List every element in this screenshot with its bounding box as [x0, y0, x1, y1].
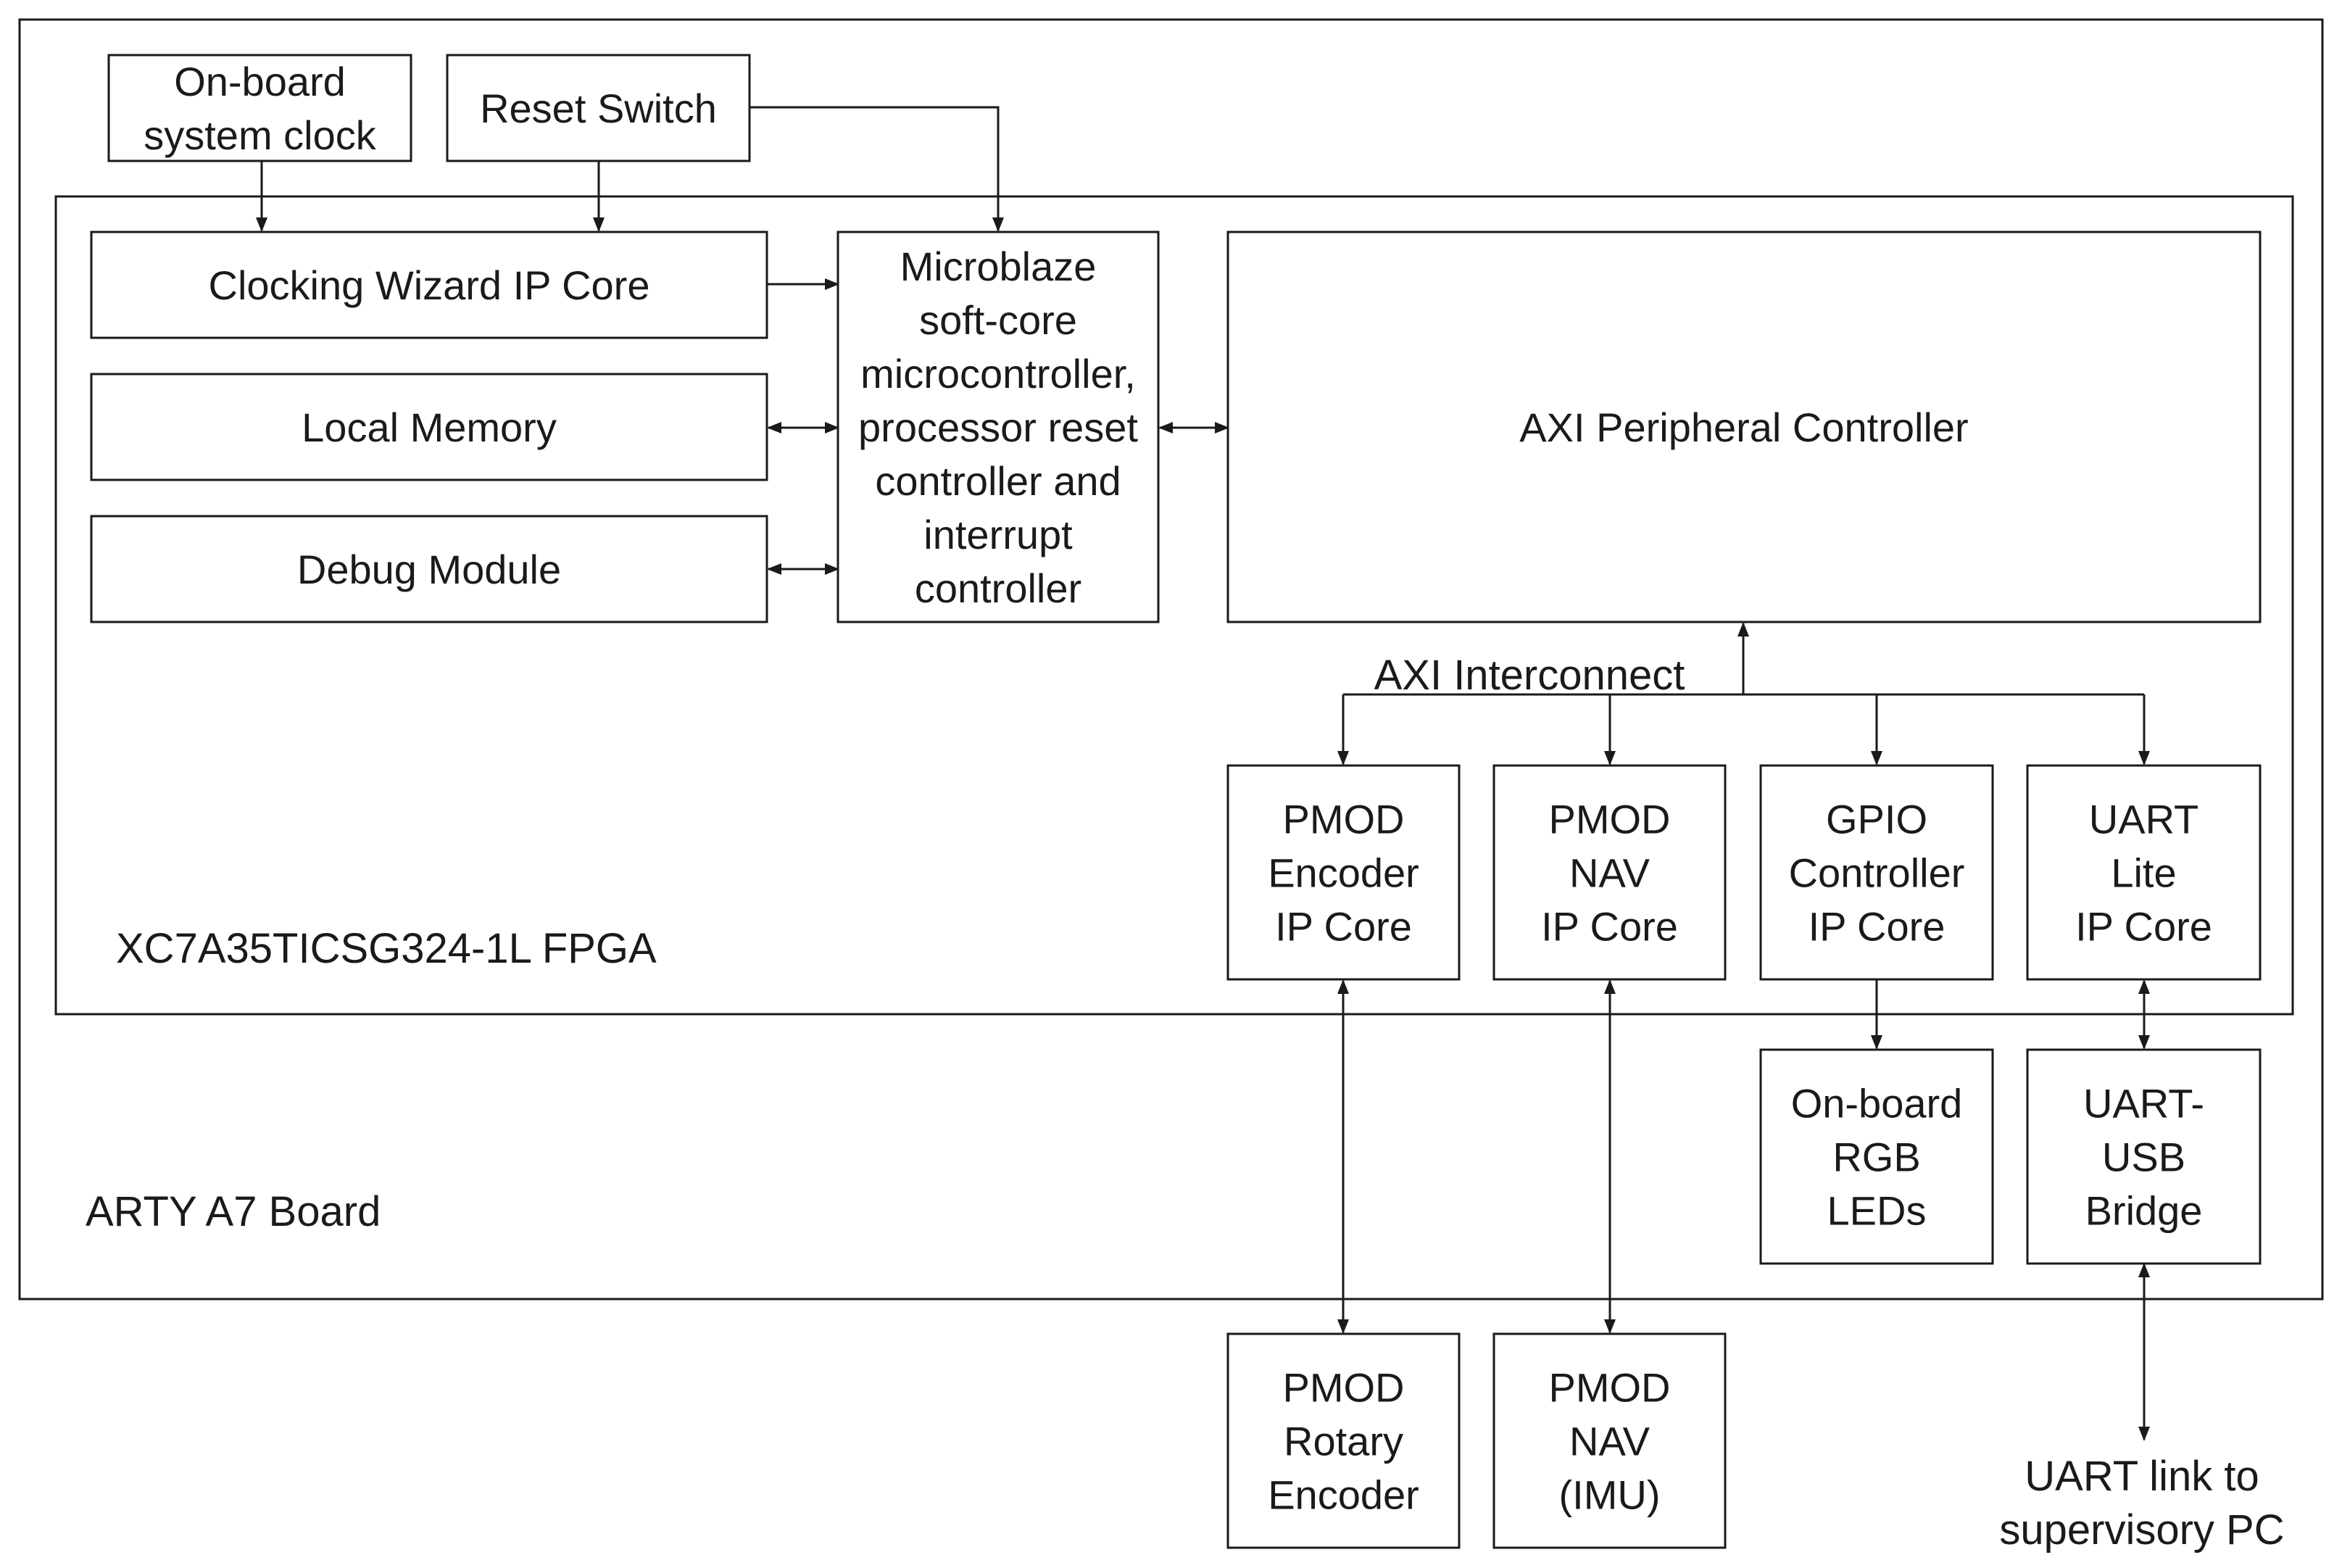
microblaze-box-label-line: Microblaze [900, 244, 1097, 289]
microblaze-box-label-line: controller [915, 565, 1081, 611]
rgb-leds-box-label-line: LEDs [1827, 1188, 1927, 1234]
clocking-wizard-box-frame [90, 231, 768, 339]
gpio-controller-ip-box-frame [1759, 764, 1994, 981]
uart-lite-ip-box-label-line: IP Core [2075, 904, 2212, 950]
rgb-leds-box-label-line: On-board [1791, 1081, 1963, 1127]
microblaze-box-frame [836, 231, 1160, 623]
debug-module-box: Debug Module [90, 515, 768, 623]
pmod-nav-ip-box-frame [1492, 764, 1727, 981]
pmod-nav-ip-box-label-line: PMOD [1549, 797, 1671, 842]
pmod-rotary-encoder-box-label-line: PMOD [1283, 1365, 1405, 1411]
clock-box: On-board system clock [107, 54, 412, 162]
reset-switch-box-frame [446, 54, 751, 162]
blocks: On-board system clock Reset SwitchClocking… [90, 54, 2262, 1549]
pmod-nav-ip-box: PMOD NAV IP Core [1492, 764, 1727, 981]
pmod-rotary-encoder-box-label-line: Encoder [1268, 1472, 1419, 1518]
uart-usb-bridge-box-label-line: USB [2102, 1134, 2185, 1180]
uart-usb-bridge-box-label-line: UART- [2083, 1081, 2204, 1127]
reset-switch-box: Reset Switch [446, 54, 751, 162]
gpio-controller-ip-box-label-line: GPIO [1826, 797, 1927, 842]
pmod-rotary-encoder-box-label-line: Rotary [1284, 1419, 1403, 1464]
pmod-encoder-ip-box-frame [1226, 764, 1461, 981]
fpga-label: XC7A35TICSG324-1L FPGA [116, 925, 657, 972]
uart-link-label-line: UART link to [2025, 1453, 2259, 1500]
pmod-nav-imu-box-label-line: NAV [1569, 1419, 1650, 1464]
gpio-controller-ip-box-label-line: IP Core [1809, 904, 1946, 950]
rgb-leds-box-frame [1759, 1048, 1994, 1265]
uart-lite-ip-box-frame [2026, 764, 2262, 981]
uart-lite-ip-box-label-line: Lite [2111, 850, 2176, 896]
uart-lite-ip-box-label-line: UART [2089, 797, 2198, 842]
microblaze-box-label-line: soft-core [919, 297, 1077, 343]
reset-switch-box-label-line: Reset Switch [480, 86, 717, 131]
pmod-nav-imu-box-label-line: (IMU) [1559, 1472, 1661, 1518]
pmod-nav-ip-box-label-line: NAV [1569, 850, 1650, 896]
rgb-leds-box-label-line: RGB [1832, 1134, 1920, 1180]
gpio-controller-ip-box-label-line: Controller [1789, 850, 1965, 896]
local-memory-box: Local Memory [90, 373, 768, 481]
uart-usb-bridge-box-frame [2026, 1048, 2262, 1265]
local-memory-box-frame [90, 373, 768, 481]
axi-peripheral-controller-box-label-line: AXI Peripheral Controller [1519, 405, 1968, 450]
clock-box-label-line: On-board [174, 59, 346, 104]
reset-to-microblaze-arrow [749, 106, 1004, 232]
clocking-wizard-box-label-line: Clocking Wizard IP Core [209, 262, 650, 308]
uart-link-label-line: supervisory PC [1999, 1506, 2284, 1554]
pmod-encoder-ip-box-label-line: Encoder [1268, 850, 1419, 896]
microblaze-box-label-line: interrupt [923, 512, 1073, 557]
axi-interconnect-label: AXI Interconnect [1374, 652, 1685, 699]
local-memory-box-label-line: Local Memory [302, 405, 557, 450]
axi-peripheral-controller-box-frame [1226, 231, 2262, 623]
clock-box-label-line: system clock [144, 112, 376, 158]
clock-box-frame [107, 54, 412, 162]
connectors [256, 106, 2150, 1441]
debug-module-box-label-line: Debug Module [297, 547, 561, 592]
axi-peripheral-controller-box: AXI Peripheral Controller [1226, 231, 2262, 623]
pmod-encoder-ip-box: PMOD Encoder IP Core [1226, 764, 1461, 981]
pmod-nav-ip-box-label-line: IP Core [1541, 904, 1678, 950]
uart-usb-bridge-box: UART- USB Bridge [2026, 1048, 2262, 1265]
uart-link-label: UART link to supervisory PC [1999, 1453, 2284, 1554]
uart-usb-bridge-box-label-line: Bridge [2085, 1188, 2203, 1234]
pmod-rotary-encoder-box-frame [1226, 1332, 1461, 1549]
microblaze-box-label-line: controller and [875, 458, 1121, 504]
clocking-wizard-box: Clocking Wizard IP Core [90, 231, 768, 339]
microblaze-box-label-line: processor reset [858, 405, 1138, 450]
pmod-nav-imu-box-frame [1492, 1332, 1727, 1549]
debug-module-box-frame [90, 515, 768, 623]
pmod-nav-imu-box: PMOD NAV (IMU) [1492, 1332, 1727, 1549]
microblaze-box-label-line: microcontroller, [860, 351, 1136, 397]
board-label: ARTY A7 Board [86, 1188, 381, 1235]
pmod-encoder-ip-box-label-line: IP Core [1275, 904, 1412, 950]
gpio-controller-ip-box: GPIO Controller IP Core [1759, 764, 1994, 981]
pmod-nav-imu-box-label-line: PMOD [1549, 1365, 1671, 1411]
uart-lite-ip-box: UART Lite IP Core [2026, 764, 2262, 981]
pmod-encoder-ip-box-label-line: PMOD [1283, 797, 1405, 842]
microblaze-box: Microblaze soft-core microcontroller, proce… [836, 231, 1160, 623]
